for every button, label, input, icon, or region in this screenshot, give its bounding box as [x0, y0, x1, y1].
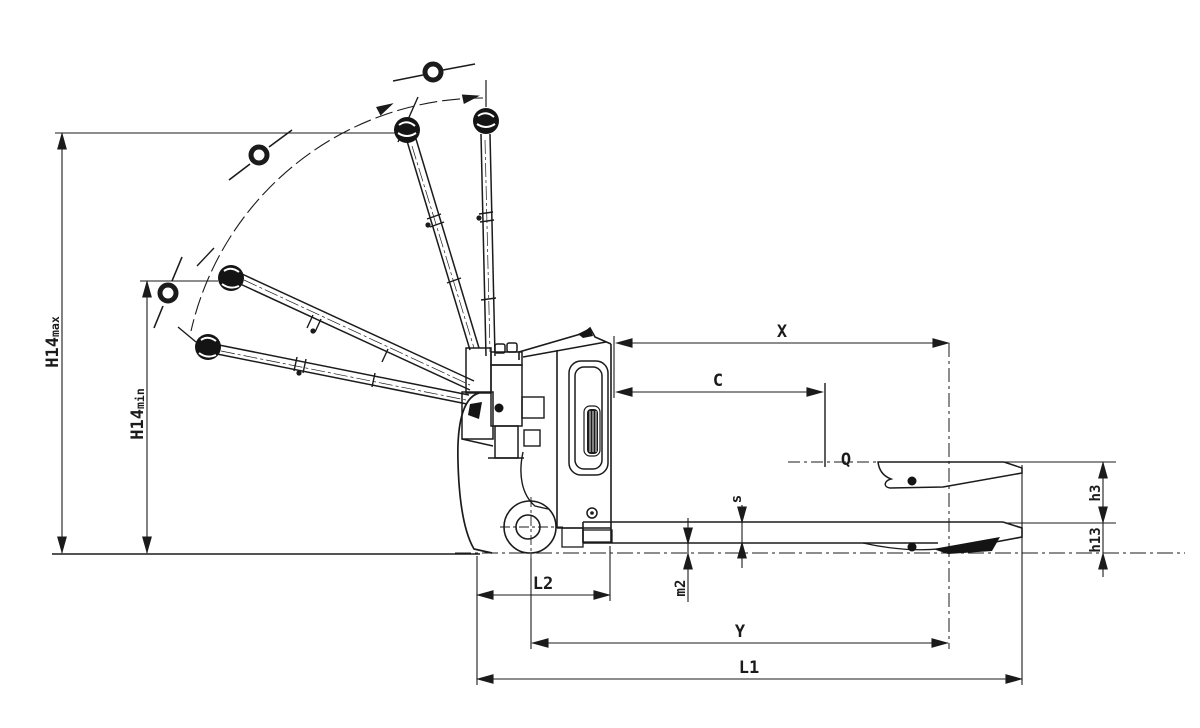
tiller-grip-ball-highlight [198, 336, 217, 358]
dimension-h14max [55, 132, 398, 553]
dimension-h3-h13 [1005, 461, 1116, 577]
drive-wheel [500, 497, 563, 558]
dim-label-s: s [729, 495, 745, 503]
tiller-grip-ball-highlight [221, 267, 240, 289]
dim-label-h3: h3 [1088, 485, 1104, 502]
fork [582, 521, 1023, 554]
dim-label-m2: m2 [673, 580, 689, 597]
tiller-arm-lowest [216, 344, 470, 405]
dimension-y [530, 558, 948, 649]
tiller-arm-tilted [406, 138, 480, 351]
dim-label-c: C [713, 371, 723, 391]
ground-line [52, 552, 1185, 555]
steering-linkage [520, 396, 549, 510]
tiller-grip-ball-highlight [397, 121, 417, 137]
grip-end-marker [153, 256, 183, 329]
battery-window [568, 360, 609, 476]
load-roller [907, 542, 917, 552]
rear-fender [457, 392, 493, 554]
dimension-x [613, 336, 949, 398]
grip-end-marker [228, 129, 293, 181]
tiller-arc [190, 80, 487, 332]
fork-raised-tip [877, 461, 1023, 489]
load-roller [907, 476, 917, 486]
dim-label-h14min: H14min [128, 388, 148, 440]
tiller-arm-vertical [476, 133, 497, 357]
dimension-m2 [683, 518, 693, 602]
tiller-grip-ball [394, 117, 420, 143]
dimension-s [737, 505, 747, 568]
dimension-l1 [477, 465, 1023, 685]
tiller-arm-lowered-upper [237, 273, 475, 391]
grip-end-marker [392, 61, 476, 83]
dim-label-x: X [777, 322, 788, 342]
hydraulic-pump [488, 342, 524, 459]
dim-label-q: Q [841, 450, 851, 470]
dim-label-h14max: H14max [43, 316, 63, 368]
dimension-c [616, 383, 826, 467]
drain-plug [586, 507, 598, 519]
dim-label-l1: L1 [739, 658, 759, 678]
dim-label-y: Y [735, 622, 746, 642]
dimension-h14min [140, 280, 218, 553]
tiller-pivot-bracket [461, 347, 504, 447]
dim-label-h13: h13 [1088, 527, 1104, 552]
chassis-cover [518, 326, 613, 548]
dim-label-l2: L2 [533, 574, 553, 594]
tiller-grip-ball-highlight [476, 112, 496, 128]
tiller-grip-ball [473, 108, 499, 134]
dimension-l2 [476, 546, 611, 685]
